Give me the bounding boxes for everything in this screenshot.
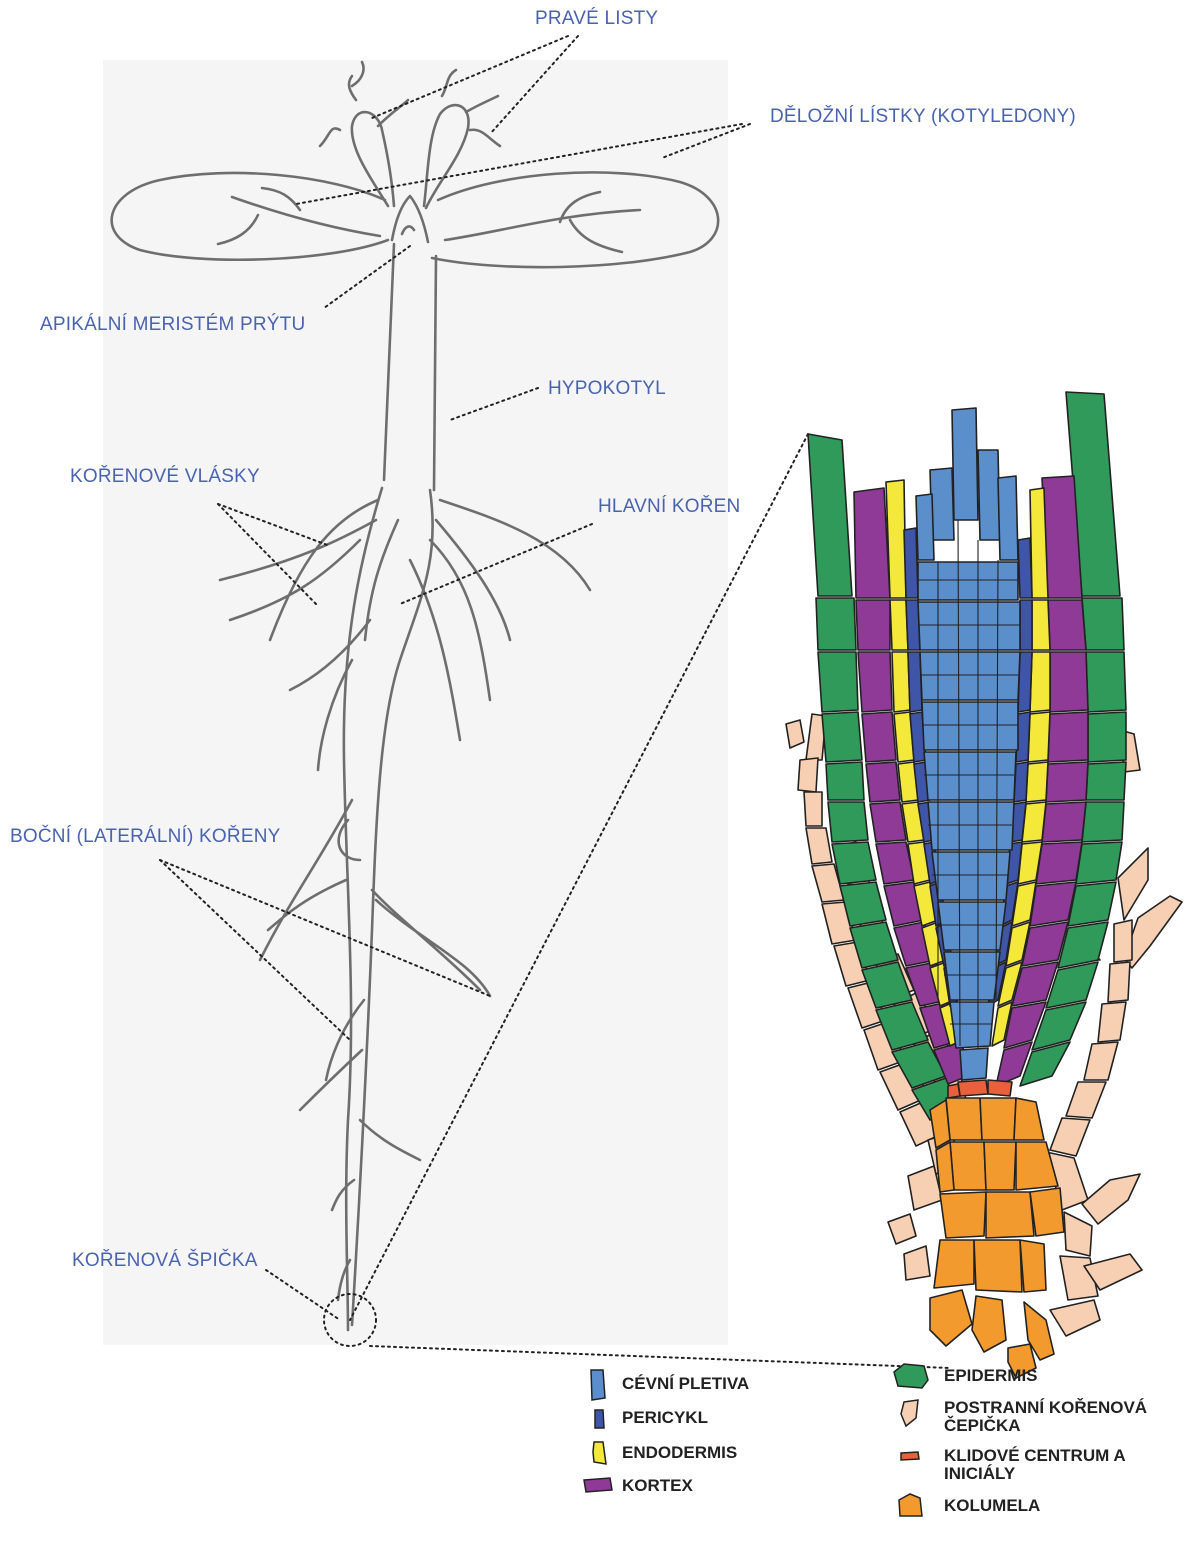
quiescent-center-cell-icon [898,1450,922,1462]
legend-label-quiescent-center-1: KLIDOVÉ CENTRUM A [944,1446,1126,1465]
legend-label-endodermis: ENDODERMIS [622,1443,737,1462]
cortex-cell-icon [582,1476,614,1494]
legend-label-root-cap-2: ČEPIČKA [944,1416,1021,1435]
quiescent-center [948,1080,1012,1098]
root-tip-anatomy [786,392,1182,1378]
label-cotyledons: DĚLOŽNÍ LÍSTKY (KOTYLEDONY) [770,106,1076,128]
zoom-line-bottom [370,1346,950,1368]
label-root-tip: KOŘENOVÁ ŠPIČKA [72,1250,258,1272]
sketch-paper [103,60,728,1345]
legend-label-cortex: KORTEX [622,1476,693,1495]
label-true-leaves: PRAVÉ LISTY [535,8,658,30]
columella [930,1098,1064,1378]
pericycle-cell-icon [592,1408,606,1430]
root-cap-cell-icon [898,1398,922,1428]
vascular-cell-icon [588,1368,608,1402]
label-shoot-apical-meristem: APIKÁLNÍ MERISTÉM PRÝTU [40,314,305,336]
endodermis-cell-icon [590,1440,608,1466]
label-hypocotyl: HYPOKOTYL [548,378,666,400]
label-root-hairs: KOŘENOVÉ VLÁSKY [70,466,260,488]
legend-label-quiescent-center-2: INICIÁLY [944,1464,1015,1483]
label-lateral-roots: BOČNÍ (LATERÁLNÍ) KOŘENY [10,826,281,848]
legend-label-epidermis: EPIDERMIS [944,1366,1038,1385]
columella-cell-icon [896,1492,924,1520]
legend-label-pericycle: PERICYKL [622,1408,708,1427]
legend-label-root-cap-1: POSTRANNÍ KOŘENOVÁ [944,1398,1147,1417]
legend-label-columella: KOLUMELA [944,1496,1040,1515]
label-main-root: HLAVNÍ KOŘEN [598,496,740,518]
legend-label-vascular: CÉVNÍ PLETIVA [622,1374,749,1393]
epidermis-cell-icon [892,1362,930,1390]
